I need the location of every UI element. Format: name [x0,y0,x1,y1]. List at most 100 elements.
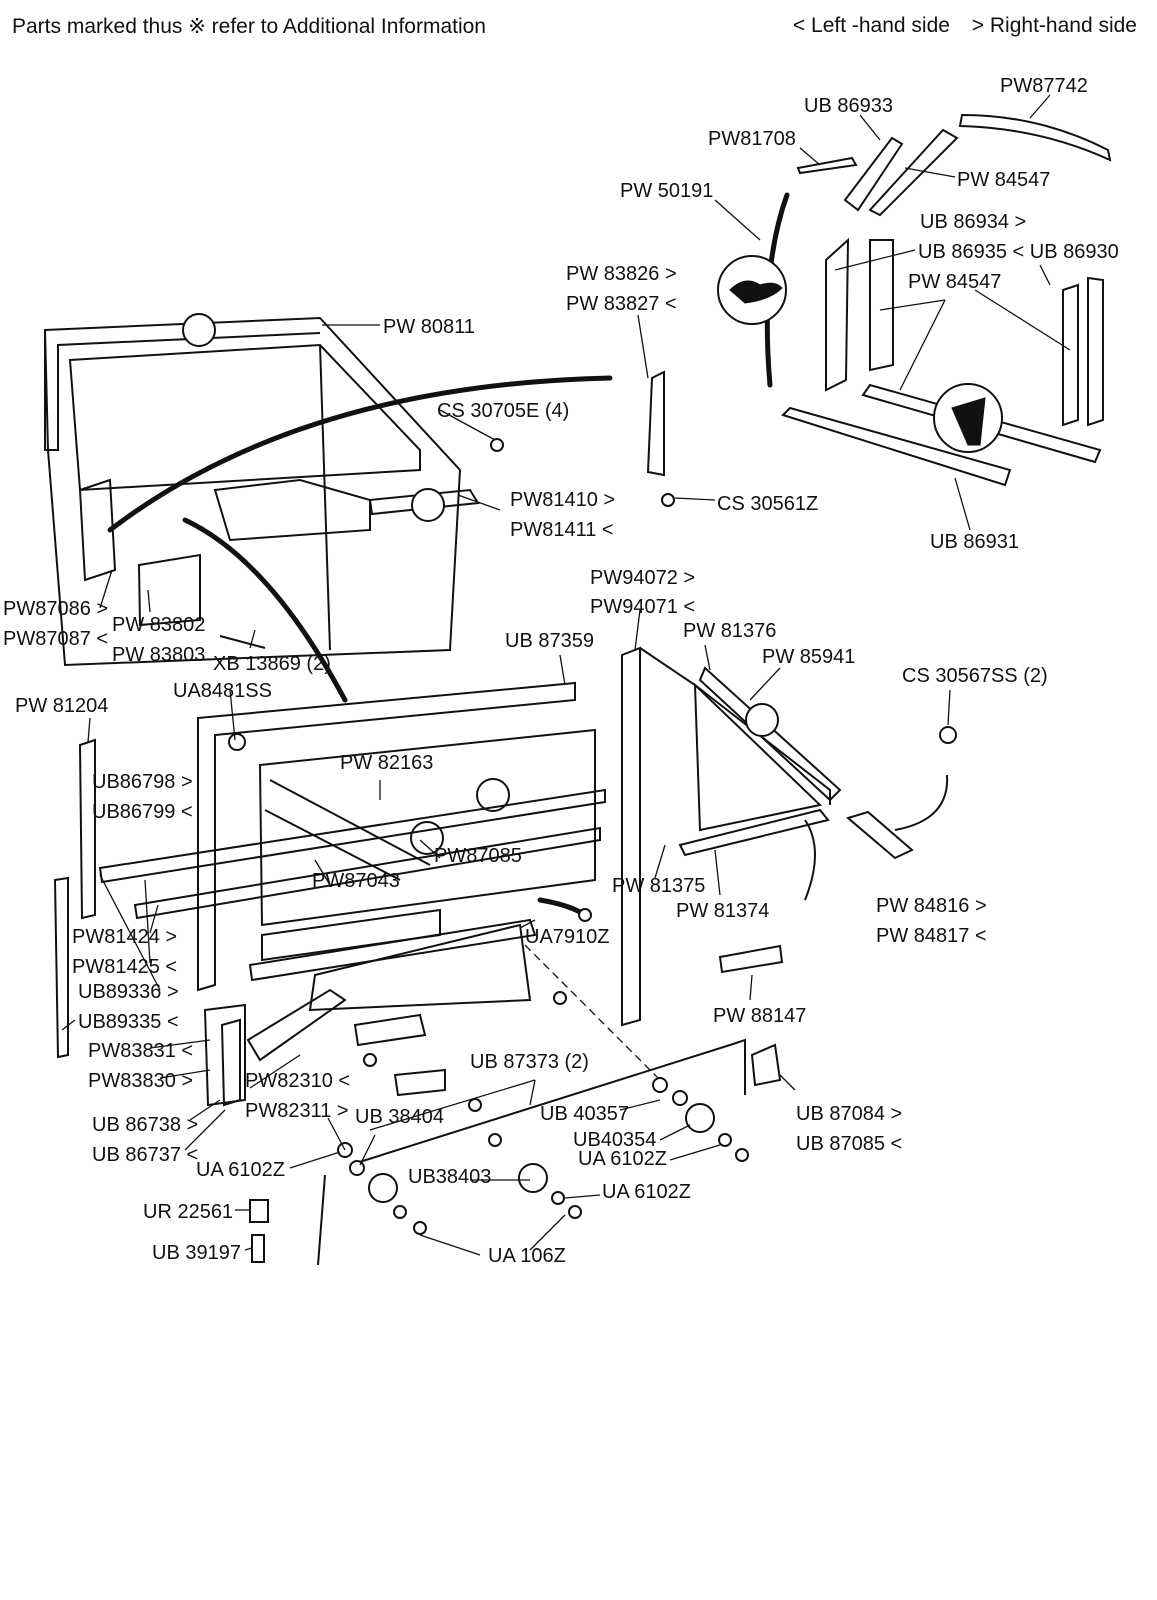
label-ub86798: UB86798 > [92,771,193,793]
leader-lines [61,94,1071,1256]
seal-section-shape [729,280,783,304]
channel-strip-top [868,128,959,217]
vent-frame-assembly [621,646,957,1027]
regulator-bolt [468,1098,482,1112]
label-pw87742: PW87742 [1000,75,1088,97]
label-pw81411: PW81411 < [510,519,614,541]
label-pw83802: PW 83802 [112,614,205,636]
channel-bracket-top [843,136,904,212]
label-pw81708: PW81708 [708,128,796,150]
label-pw81376: PW 81376 [683,620,776,642]
bolt-ua106z [413,1221,427,1235]
channel-bottom-b [781,406,1012,487]
label-ua6102z-a: UA 6102Z [196,1159,285,1181]
label-ub40354: UB40354 [573,1129,656,1151]
label-pw82163: PW 82163 [340,752,433,774]
label-cs30561z: CS 30561Z [717,493,818,515]
bolt-ua106z-b [735,1148,749,1162]
catch-cable [894,774,949,831]
label-pw84547-mid: PW 84547 [908,271,1001,293]
label-pw82311: PW82311 > [245,1100,349,1122]
label-pw88147: PW 88147 [713,1005,806,1027]
label-ub38403: UB38403 [408,1166,491,1188]
label-pw82310: PW82310 < [245,1070,350,1092]
label-ub87085: UB 87085 < [796,1133,902,1155]
label-pw83830: PW83830 > [88,1070,193,1092]
pad-pw88147 [718,944,784,974]
label-pw83826: PW 83826 > [566,263,677,285]
label-pw81374: PW 81374 [676,900,769,922]
roller-ub38403-b [518,1163,548,1193]
glass-clip-callout [476,778,510,812]
handle-callout [411,488,445,522]
channel-right-a [1062,283,1079,427]
label-ub87373: UB 87373 (2) [470,1051,589,1073]
vent-pivot-callout [745,703,779,737]
screw-cs30705e [490,438,504,452]
screw-cs30567ss [939,726,957,744]
washer-ua6102z-d [393,1205,407,1219]
label-pw81424: PW81424 > [72,926,177,948]
door-window-opening [68,343,421,492]
bush-ur22561 [249,1199,269,1223]
channel-section-shape [951,397,986,446]
assembly-guide-line [524,944,666,1086]
bolt-xb13869 [219,635,266,649]
label-ub86933: UB 86933 [804,95,893,117]
channel-right-b [1087,276,1104,427]
side-legend: < Left -hand side > Right-hand side [777,14,1137,38]
label-ub87084: UB 87084 > [796,1103,902,1125]
channel-mid [869,239,894,372]
vent-catch-pw84816 [845,810,914,860]
label-pw80811: PW 80811 [383,316,475,338]
label-pw87087: PW87087 < [3,628,108,650]
label-ub38404: UB 38404 [355,1106,444,1128]
label-cs30705e: CS 30705E (4) [437,400,569,422]
label-pw83803: PW 83803 [112,644,205,666]
run-channel-ub89336 [53,876,69,1059]
label-pw94071: PW94071 < [590,596,695,618]
glass-channel-pw87043 [261,908,441,962]
label-ua8481ss: UA8481SS [173,680,272,702]
label-pw87043: PW87043 [312,870,400,892]
washer-ub40357 [652,1077,668,1093]
regulator-bracket-ub86738 [220,1018,241,1107]
vent-frame-top [639,647,831,805]
label-ub86737: UB 86737 < [92,1144,198,1166]
waist-rail-pw81424 [133,826,601,920]
regulator-arm-pw82310 [246,988,347,1062]
door-cable [107,375,613,533]
additional-info-note: Parts marked thus ※ refer to Additional … [12,15,486,38]
label-pw87086: PW87086 > [3,598,108,620]
clip-rod-ua7910z [537,897,588,918]
right-hand-legend: > Right-hand side [971,14,1137,37]
label-pw84547-top: PW 84547 [957,169,1050,191]
label-pw84817: PW 84817 < [876,925,987,947]
vent-post-pw94072 [621,646,641,1027]
vent-rod [804,819,816,901]
door-lock-plate [137,553,201,627]
page-header: Parts marked thus ※ refer to Additional … [0,0,1157,55]
glass-reflection-a [269,779,431,866]
label-ub86935-ub86930: UB 86935 < UB 86930 [918,241,1119,263]
door-glass [258,728,596,927]
label-ub86931: UB 86931 [930,531,1019,553]
glass-frame-ub87359 [197,681,576,992]
label-cs30567ss: CS 30567SS (2) [902,665,1048,687]
label-pw83831: PW83831 < [88,1040,193,1062]
label-ub86934: UB 86934 > [920,211,1026,233]
regulator-slide [353,1013,427,1047]
frame-detail-callout [182,313,216,347]
door-post-trim [646,370,665,477]
trim-screw [661,493,675,507]
label-ub89335: UB89335 < [78,1011,179,1033]
label-ub89336: UB89336 > [78,981,179,1003]
vent-seal-pw81376 [698,666,842,802]
regulator-bush [363,1053,377,1067]
frame-clip [228,733,246,751]
label-pw81204: PW 81204 [15,695,108,717]
label-pw81410: PW81410 > [510,489,615,511]
regulator-backplate [308,923,532,1012]
label-pw81425: PW81425 < [72,956,177,978]
